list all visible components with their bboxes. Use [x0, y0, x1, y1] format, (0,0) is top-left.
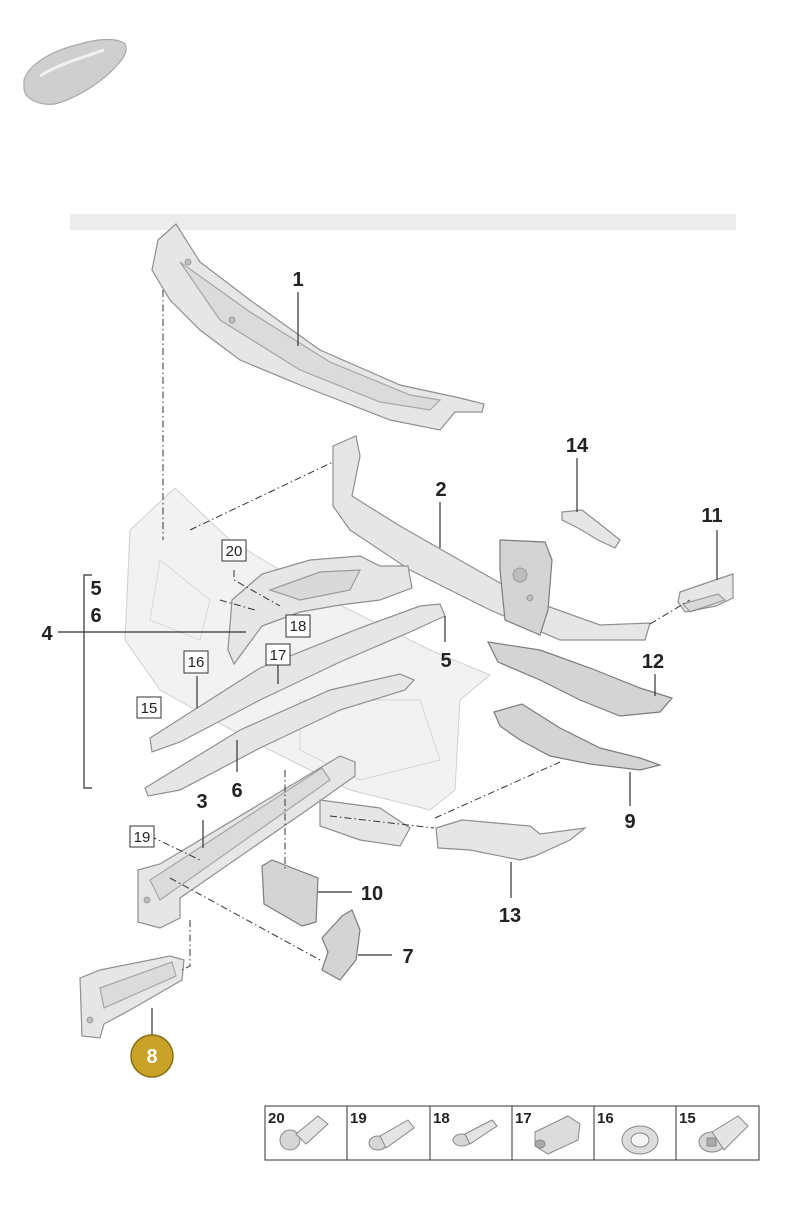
- boxed-callout-17: 17: [265, 643, 291, 666]
- callout-14: 14: [566, 435, 589, 457]
- rivet-pin-icon: [368, 1119, 415, 1151]
- callout-7: 7: [402, 946, 413, 968]
- svg-text:18: 18: [433, 1110, 450, 1127]
- callout-8-badge[interactable]: 8: [130, 1034, 174, 1078]
- legend-item-15[interactable]: 15: [679, 1110, 749, 1153]
- legend-item-19[interactable]: 19: [350, 1110, 415, 1151]
- boxed-callout-19: 19: [129, 825, 155, 848]
- callout-labels: 1 2 14 11 5 6 4 5 12 6 3 9 10 13 7: [41, 269, 722, 968]
- svg-text:17: 17: [270, 647, 287, 664]
- boxed-callout-16: 16: [183, 650, 209, 674]
- callout-13: 13: [499, 905, 521, 927]
- callout-10: 10: [361, 883, 383, 905]
- fastener-legend: 20 19 18 17: [264, 1105, 760, 1161]
- hex-rivet-nut-icon: [534, 1115, 581, 1155]
- boxed-callout-20: 20: [221, 539, 247, 562]
- svg-text:20: 20: [226, 543, 243, 560]
- part-8-crash-box[interactable]: [79, 955, 185, 1039]
- car-thumbnail-icon[interactable]: [23, 38, 127, 105]
- part-6-strut[interactable]: [144, 673, 416, 797]
- callout-6-group: 6: [90, 605, 101, 627]
- svg-text:18: 18: [290, 618, 307, 635]
- part-3-side-member[interactable]: [137, 755, 411, 929]
- part-9-panel[interactable]: [493, 703, 663, 771]
- callout-1: 1: [292, 269, 303, 291]
- part-7-bracket[interactable]: [321, 909, 361, 981]
- part-11-bracket[interactable]: [677, 573, 734, 613]
- callout-9: 9: [624, 811, 635, 833]
- svg-text:19: 19: [350, 1110, 367, 1127]
- part-10-bracket[interactable]: [261, 859, 319, 927]
- svg-text:15: 15: [141, 700, 158, 717]
- part-14-bracket[interactable]: [561, 509, 621, 549]
- blind-rivet-nut-icon: [698, 1115, 749, 1153]
- part-5-strut[interactable]: [149, 603, 446, 753]
- callout-3: 3: [196, 791, 207, 813]
- callout-5-group: 5: [90, 578, 101, 600]
- callout-6: 6: [231, 780, 242, 802]
- legend-item-20[interactable]: 20: [268, 1110, 329, 1151]
- assembly-lines: [149, 290, 691, 971]
- legend-item-17[interactable]: 17: [515, 1110, 581, 1155]
- part-12-panel[interactable]: [486, 641, 674, 717]
- part-13-panel[interactable]: [435, 819, 588, 861]
- svg-text:20: 20: [268, 1110, 285, 1127]
- callout-8: 8: [146, 1046, 157, 1068]
- boxed-callouts: 20 18 17 16 15 19: [129, 539, 311, 848]
- ball-stud-icon: [279, 1115, 329, 1151]
- part-1-cowl-panel[interactable]: [151, 223, 485, 431]
- callout-4: 4: [41, 623, 53, 645]
- svg-text:19: 19: [134, 829, 151, 846]
- callout-5: 5: [440, 650, 451, 672]
- wheelhouse-bracket[interactable]: [227, 555, 413, 666]
- boxed-callout-15: 15: [136, 696, 162, 719]
- part-2-cross-member[interactable]: [332, 435, 651, 641]
- callout-12: 12: [642, 651, 664, 673]
- callout-2: 2: [435, 479, 446, 501]
- legend-item-18[interactable]: 18: [433, 1110, 498, 1147]
- svg-text:15: 15: [679, 1110, 696, 1127]
- header-band: [70, 214, 736, 230]
- legend-item-16[interactable]: 16: [597, 1110, 659, 1155]
- svg-text:17: 17: [515, 1110, 532, 1127]
- callout-11: 11: [701, 505, 722, 527]
- flange-rivet-nut-icon: [621, 1125, 659, 1155]
- leader-lines: [58, 292, 718, 1040]
- boxed-callout-18: 18: [285, 614, 311, 638]
- svg-text:16: 16: [597, 1110, 614, 1127]
- stud-bolt-icon: [452, 1119, 498, 1147]
- svg-text:16: 16: [188, 654, 205, 671]
